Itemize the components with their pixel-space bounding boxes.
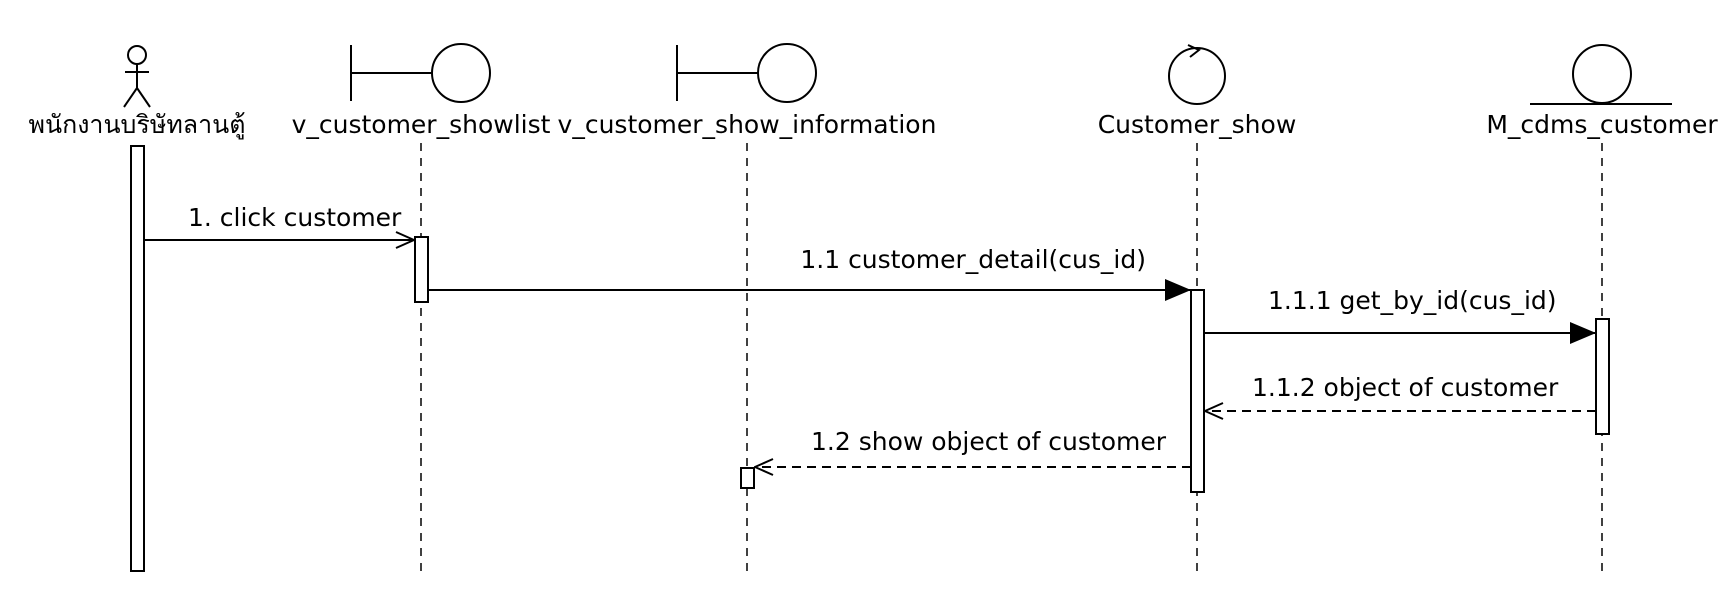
actor-label: พนักงานบริษัทลานตู้	[29, 110, 246, 140]
message-label: 1. click customer	[188, 203, 402, 232]
participant-v-customer-show-information: v_customer_show_information	[558, 43, 937, 572]
boundary2-activation	[740, 467, 755, 489]
message-1-1-2: 1.1.2 object of customer	[1205, 373, 1596, 411]
message-label: 1.1.2 object of customer	[1252, 373, 1559, 402]
message-label: 1.1 customer_detail(cus_id)	[800, 245, 1146, 274]
entity-activation	[1595, 318, 1610, 435]
message-1-2: 1.2 show object of customer	[755, 427, 1191, 467]
boundary1-label: v_customer_showlist	[292, 110, 551, 139]
message-1-1: 1.1 customer_detail(cus_id)	[428, 245, 1191, 301]
participant-customer-show: Customer_show	[1098, 44, 1297, 572]
participant-m-cdms-customer: M_cdms_customer	[1486, 44, 1718, 572]
boundary-icon	[676, 43, 817, 103]
message-label: 1.2 show object of customer	[811, 427, 1167, 456]
actor-activation	[130, 145, 145, 572]
message-1-1-1: 1.1.1 get_by_id(cus_id)	[1204, 286, 1596, 344]
control-activation	[1190, 289, 1205, 493]
boundary1-activation	[414, 236, 429, 303]
boundary2-label: v_customer_show_information	[558, 110, 937, 139]
entity-label: M_cdms_customer	[1486, 110, 1718, 139]
participant-v-customer-showlist: v_customer_showlist	[292, 43, 551, 572]
actor-icon	[123, 45, 151, 108]
control-label: Customer_show	[1098, 110, 1297, 139]
message-label: 1.1.1 get_by_id(cus_id)	[1268, 286, 1557, 315]
control-icon	[1168, 44, 1226, 105]
message-1: 1. click customer	[144, 203, 414, 240]
entity-icon	[1530, 44, 1672, 105]
boundary-icon	[350, 43, 491, 103]
participant-actor: พนักงานบริษัทลานตู้	[29, 45, 246, 572]
